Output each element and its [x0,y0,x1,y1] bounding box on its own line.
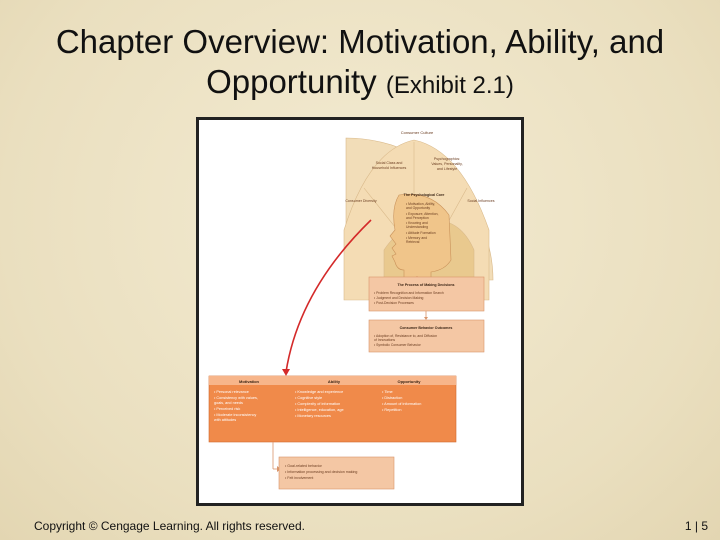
core-item: Retrieval [406,240,420,244]
core-item: • Exposure, Attention, [406,212,439,216]
core-item: Understanding [406,225,428,229]
opportunity-item: • Time [382,390,393,394]
ability-item: • Monetary resources [295,414,331,418]
fan-top-right-line3: and Lifestyle [437,167,457,171]
outcomes-item: • Adoption of, Resistance to, and Diffus… [374,334,437,338]
red-arrow-head [282,369,290,376]
fan-left-label: Consumer Diversity [345,199,377,203]
motivation-item: • Personal relevance [214,390,249,394]
motivation-item: • Perceived risk [214,407,240,411]
decision-item: • Judgment and Decision Making [374,296,424,300]
opportunity-item: • Distraction [382,396,402,400]
opportunity-item: • Repetition [382,408,401,412]
decision-item: • Post-Decision Processes [374,301,414,305]
motivation-title: Motivation [239,379,260,384]
decision-box [368,276,485,312]
opportunity-title: Opportunity [398,379,422,384]
motivation-item: goals, and needs [214,401,243,405]
outer-label: Consumer Culture [401,130,434,135]
title-main: Chapter Overview: Motivation, Ability, a… [55,23,665,100]
result-item: • Goal-related behavior [285,464,323,468]
copyright-text: Copyright © Cengage Learning. All rights… [34,519,305,533]
motivation-item: • Consistency with values, [214,396,258,400]
core-item: and Opportunity [406,206,430,210]
motivation-item: • Moderate inconsistency [214,413,256,417]
result-box [278,456,395,490]
outcomes-item: of Innovations [374,338,395,342]
ability-item: • Knowledge and experience [295,390,343,394]
ability-item: • Cognitive style [295,396,322,400]
motivation-item: with attitudes [214,418,236,422]
fan-top-left-line1: Social Class and [376,161,403,165]
ability-title: Ability [328,379,341,384]
core-item: • Motivation, Ability, [406,202,435,206]
ability-item: • Intelligence, education, age [295,408,344,412]
page-number: 1 | 5 [684,519,708,533]
title-suffix: (Exhibit 2.1) [385,72,514,99]
core-item: • Memory and [406,236,427,240]
fan-top-right-line2: Values, Personality, [431,162,462,166]
exhibit-frame: Consumer Culture Social Class and Househ… [196,117,524,506]
decision-item: • Problem Recognition and Information Se… [374,291,444,295]
fan-top-left-line2: Household Influences [372,166,407,170]
ability-items: • Knowledge and experience • Cognitive s… [295,390,344,418]
exhibit-figure: Consumer Culture Social Class and Househ… [199,120,521,503]
result-item: • Information processing and decision ma… [285,470,357,474]
core-item: and Perception [406,216,429,220]
outcomes-box [368,319,485,353]
ability-item: • Complexity of information [295,402,340,406]
core-item: • Knowing and [406,221,428,225]
opportunity-item: • Amount of information [382,402,421,406]
arrow-head [424,317,428,320]
motivation-items: • Personal relevance • Consistency with … [214,390,258,422]
outcomes-title: Consumer Behavior Outcomes [400,326,453,330]
head-silhouette [389,193,452,281]
core-item: • Attitude Formation [406,231,436,235]
core-items: • Motivation, Ability, and Opportunity •… [406,202,439,244]
red-curve-arrow [285,219,372,373]
decision-title: The Process of Making Decisions [397,283,454,287]
outcomes-item: • Symbolic Consumer Behavior [374,343,422,347]
slide-title: Chapter Overview: Motivation, Ability, a… [20,22,700,106]
core-title: The Psychological Core [404,193,445,197]
fan-top-right-line1: Psychographics: [434,157,460,161]
fan-right-label: Social Influences [467,199,494,203]
opportunity-items: • Time • Distraction • Amount of informa… [382,390,421,412]
exhibit-diagram: Consumer Culture Social Class and Househ… [208,130,495,490]
mao-header-band [209,376,456,385]
result-item: • Felt involvement [285,476,313,480]
